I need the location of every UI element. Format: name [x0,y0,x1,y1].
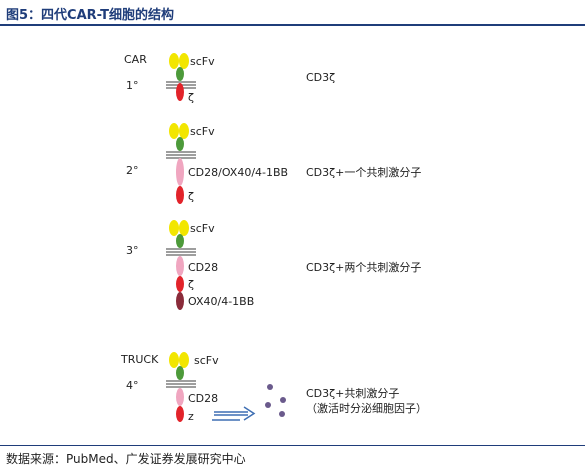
hinge-domain [176,366,184,380]
gen2-costim-label: CD28/OX40/4-1BB [188,166,289,179]
gen2-scfv-label: scFv [190,125,215,138]
cell-membrane [166,151,196,159]
hinge-domain [176,67,184,81]
gen3-costim-label: CD28 [188,261,219,274]
gen3-description: CD3ζ+两个共刺激分子 [306,261,422,274]
costimulatory-domain-cd28 [176,256,184,276]
gen4-header: TRUCK [121,353,159,366]
scfv-left-lobe [169,53,179,69]
gen1-header: CAR [124,53,147,66]
costimulatory-domain-cd28 [176,388,184,406]
car-gen4-structure [166,352,286,422]
gen2-description: CD3ζ+一个共刺激分子 [306,166,422,179]
gen4-description: CD3ζ+共刺激分子 [306,387,400,400]
cell-membrane [166,380,196,388]
gen4-costim-label: CD28 [188,392,219,405]
gen4-scfv-label: scFv [194,354,219,367]
cd3-zeta-domain [176,83,184,101]
secretion-arrow [212,406,256,421]
costimulatory-domain-ox40-41bb [176,292,184,310]
gen2-zeta-label: ζ [188,190,194,203]
hinge-domain [176,234,184,248]
hinge-domain [176,137,184,151]
gen4-description-secondary: （激活时分泌细胞因子） [306,402,427,415]
gen1-number: 1° [126,79,139,92]
gen3-zeta-label: ζ [188,278,194,291]
scfv-left-lobe [169,352,179,368]
car-gen3-structure [166,220,196,310]
gen3-costim2-label: OX40/4-1BB [188,295,255,308]
scfv-right-lobe [179,352,189,368]
cd3-zeta-domain [176,276,184,292]
gen2-number: 2° [126,164,139,177]
cytokine-dots [265,384,286,417]
gen3-number: 3° [126,244,139,257]
gen1-scfv-label: scFv [190,55,215,68]
gen4-zeta-label: z [188,410,194,423]
cd3-zeta-domain [176,406,184,422]
scfv-right-lobe [179,220,189,236]
cell-membrane [166,248,196,256]
figure-source: 数据来源：PubMed、广发证券发展研究中心 [6,452,246,466]
gen1-description: CD3ζ [306,71,336,84]
scfv-right-lobe [179,123,189,139]
gen1-zeta-label: ζ [188,91,194,104]
scfv-left-lobe [169,220,179,236]
gen4-number: 4° [126,379,139,392]
car-gen1-structure [166,53,196,101]
cd3-zeta-domain [176,186,184,204]
costimulatory-domain [176,158,184,186]
title-rule [0,24,585,26]
car-gen2-structure [166,123,196,204]
scfv-right-lobe [179,53,189,69]
gen3-scfv-label: scFv [190,222,215,235]
scfv-left-lobe [169,123,179,139]
figure-title: 图5：四代CAR-T细胞的结构 [6,8,175,23]
source-rule [0,445,585,446]
